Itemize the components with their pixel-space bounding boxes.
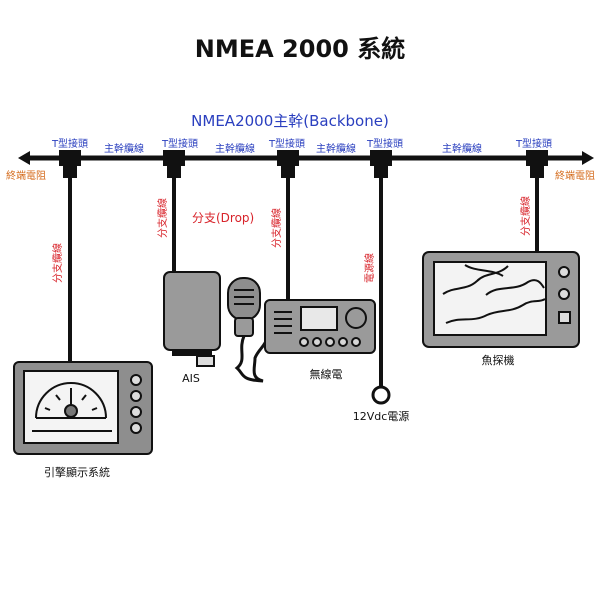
drop-cable-label: 分支纜線 bbox=[270, 208, 283, 248]
t-connector bbox=[370, 150, 392, 178]
t-connector-label: T型接頭 bbox=[515, 137, 552, 150]
t-connector-label: T型接頭 bbox=[51, 137, 88, 150]
trunk-cable-label: 主幹纜線 bbox=[316, 142, 356, 155]
t-connector-label: T型接頭 bbox=[268, 137, 305, 150]
power-terminal-icon bbox=[371, 385, 391, 405]
right-terminator-label: 終端電阻 bbox=[555, 169, 595, 182]
gauge-icon bbox=[35, 382, 107, 419]
drop-cable-label: 分支纜線 bbox=[51, 243, 64, 283]
t-connector bbox=[59, 150, 81, 178]
trunk-cable-label: 主幹纜線 bbox=[215, 142, 255, 155]
map-icon bbox=[442, 264, 546, 324]
radio-microphone-icon bbox=[227, 277, 269, 383]
left-terminator-label: 終端電阻 bbox=[6, 169, 46, 182]
fishfinder-label: 魚探機 bbox=[482, 353, 515, 367]
power-label: 12Vdc電源 bbox=[353, 409, 410, 423]
drop-label: 分支(Drop) bbox=[192, 211, 254, 225]
trunk-cable-label: 主幹纜線 bbox=[104, 142, 144, 155]
drop-cable-label: 分支纜線 bbox=[519, 196, 532, 236]
right-terminator bbox=[582, 151, 594, 165]
t-connector-label: T型接頭 bbox=[366, 137, 403, 150]
t-connector bbox=[163, 150, 185, 178]
t-connector-label: T型接頭 bbox=[161, 137, 198, 150]
t-connector bbox=[277, 150, 299, 178]
ais-device bbox=[163, 271, 221, 367]
left-terminator bbox=[18, 151, 30, 165]
trunk-cable-label: 主幹纜線 bbox=[442, 142, 482, 155]
diagram-title: NMEA 2000 系統 bbox=[195, 35, 405, 63]
backbone-label: NMEA2000主幹(Backbone) bbox=[191, 112, 389, 130]
radio-label: 無線電 bbox=[310, 367, 343, 381]
radio-device bbox=[264, 299, 376, 354]
t-connector bbox=[526, 150, 548, 178]
power-cable-label: 電源線 bbox=[363, 253, 376, 283]
ais-label: AIS bbox=[182, 372, 200, 385]
engine-display-label: 引擎顯示系統 bbox=[44, 465, 110, 479]
drop-cable-label: 分支纜線 bbox=[156, 198, 169, 238]
engine-display-device bbox=[13, 361, 153, 455]
fishfinder-device bbox=[422, 251, 580, 348]
